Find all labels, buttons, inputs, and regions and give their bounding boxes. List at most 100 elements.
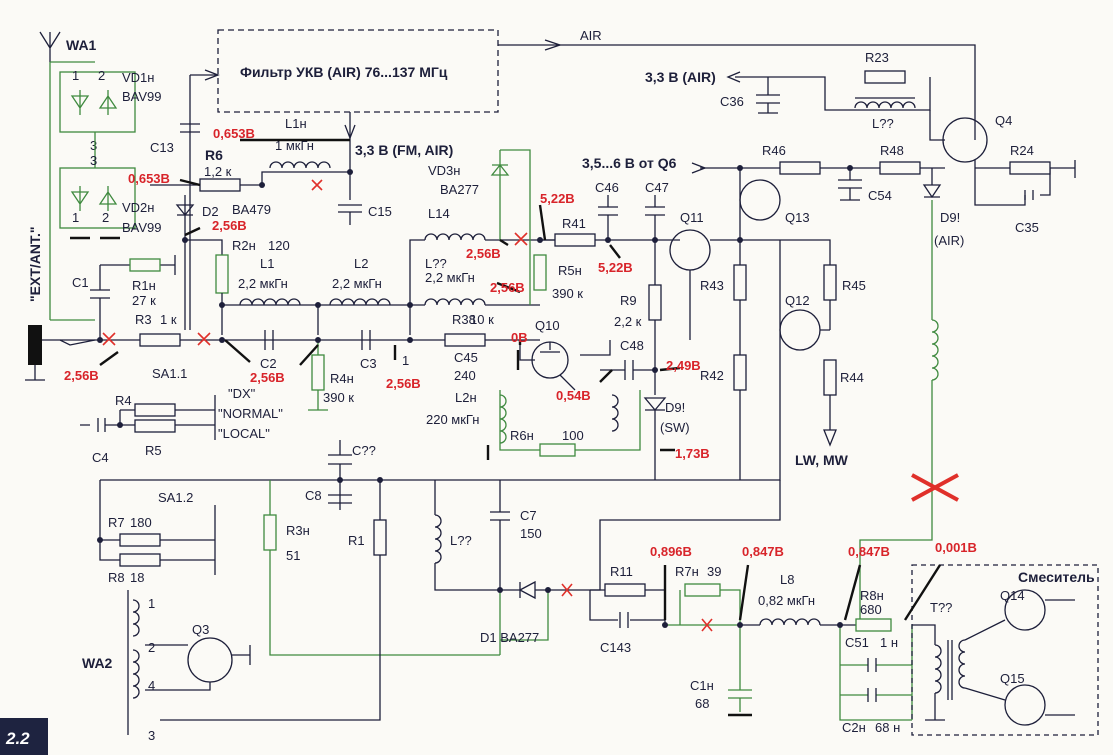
d2-type: BA479 (232, 202, 271, 217)
mixer-block (911, 564, 1099, 736)
wa2-pin-2: 2 (148, 640, 155, 655)
junction-dots (97, 165, 853, 628)
voltage-c2: 2,56В (250, 370, 285, 385)
q13-label: Q13 (785, 210, 810, 225)
resistor-r4 (134, 403, 176, 417)
r3n-value: 51 (286, 548, 300, 563)
ext-ant-jack (25, 325, 96, 381)
voltage-r41-right: 5,22В (598, 260, 633, 275)
vhf-filter-block (217, 29, 499, 113)
resistor-r2n (215, 254, 229, 294)
resistor-r8n (855, 618, 892, 632)
r46-label: R46 (762, 143, 786, 158)
voltage-r6-left: 0,653В (128, 171, 170, 186)
resistor-r6n (539, 443, 576, 457)
transistor-q4 (942, 117, 988, 163)
voltage-r41-left: 5,22В (540, 191, 575, 206)
switch-normal-label: "NORMAL" (218, 406, 283, 421)
l2-label: L2 (354, 256, 368, 271)
resistor-r1n (129, 258, 161, 272)
ext-ant-label: "EXT/ANT." (27, 226, 43, 302)
air-net-label: AIR (580, 28, 602, 43)
r1n-label: R1н (132, 278, 156, 293)
q15-label: Q15 (1000, 671, 1025, 686)
c143-label: C143 (600, 640, 631, 655)
c1n-label: C1н (690, 678, 714, 693)
antenna-wa1: WA1 (39, 31, 97, 62)
r11-label: R11 (610, 564, 633, 579)
r42-label: R42 (700, 368, 724, 383)
voltage-d9: 1,73В (675, 446, 710, 461)
lqq1-value: 2,2 мкГн (425, 270, 475, 285)
diode-pair-vd2n: VD2н BAV99 3 1 2 (59, 153, 162, 235)
q14-label: Q14 (1000, 588, 1025, 603)
lqq3-label: L?? (450, 533, 472, 548)
resistor-r43 (733, 264, 747, 301)
transistor-q15 (1004, 684, 1046, 726)
vd3n-label: VD3н (428, 163, 460, 178)
c8-label: C8 (305, 488, 322, 503)
v33-air-label: 3,3 В (AIR) (645, 69, 716, 85)
r2n-label: R2н (232, 238, 256, 253)
l2-value: 2,2 мкГн (332, 276, 382, 291)
cross-mark (911, 473, 959, 502)
transistor-q3 (187, 637, 233, 683)
r5-label: R5 (145, 443, 162, 458)
wa2-pin-1: 1 (148, 596, 155, 611)
c45-label: C45 (454, 350, 478, 365)
resistor-r3n (263, 514, 277, 551)
page-badge: 2.2 (5, 729, 30, 748)
voltage-lqq: 2,56В (490, 280, 525, 295)
voltage-d2: 2,56В (212, 218, 247, 233)
vd1n-type: BAV99 (122, 89, 162, 104)
lw-mw-label: LW, MW (795, 452, 849, 468)
resistor-r38 (444, 333, 486, 347)
resistor-r6 (199, 178, 241, 192)
resistor-r46 (779, 161, 821, 175)
c2-label: C2 (260, 356, 277, 371)
c1n-value: 68 (695, 696, 709, 711)
c2n-label: C2н (842, 720, 866, 735)
inductor-l8 (759, 618, 821, 626)
inductor-l1 (239, 298, 301, 306)
r3n-label: R3н (286, 523, 310, 538)
r48-label: R48 (880, 143, 904, 158)
resistor-r8 (119, 553, 161, 567)
r38-value: 10 к (470, 312, 494, 327)
l1-value: 2,2 мкГн (238, 276, 288, 291)
resistor-r4n (311, 354, 325, 391)
r1-label: R1 (348, 533, 365, 548)
wa2-pin-4: 4 (148, 678, 155, 693)
c35-label: C35 (1015, 220, 1039, 235)
mixer-label: Смеситель (1018, 569, 1095, 585)
wa1-label: WA1 (66, 37, 97, 53)
r7-label: R7 (108, 515, 125, 530)
resistor-r7 (119, 533, 161, 547)
capacitor-c13: C13 (150, 123, 200, 155)
c2n-value: 68 н (875, 720, 900, 735)
resistor-r42 (733, 354, 747, 391)
r6n-label: R6н (510, 428, 534, 443)
voltage-mixer: 0,001В (935, 540, 977, 555)
resistor-r9 (648, 284, 662, 321)
transistor-q14 (1004, 589, 1046, 631)
vd3n-type: BA277 (440, 182, 479, 197)
c47-label: C47 (645, 180, 669, 195)
sa12-label: SA1.2 (158, 490, 193, 505)
q12-label: Q12 (785, 293, 810, 308)
r3-value: 1 к (160, 312, 177, 327)
vd2n-type: BAV99 (122, 220, 162, 235)
c45-value: 240 (454, 368, 476, 383)
c4-label: C4 (92, 450, 109, 465)
inductor-l14 (424, 233, 486, 241)
resistor-r7n (684, 583, 721, 597)
c3-label: C3 (360, 356, 377, 371)
resistor-r1 (373, 519, 387, 556)
r7n-label: R7н (675, 564, 699, 579)
c15-label: C15 (368, 204, 392, 219)
vd2n-pin-3: 3 (90, 153, 97, 168)
switch-local-label: "LOCAL" (218, 426, 270, 441)
sa11-label: SA1.1 (152, 366, 187, 381)
v356-q6-label: 3,5...6 В от Q6 (582, 155, 677, 171)
